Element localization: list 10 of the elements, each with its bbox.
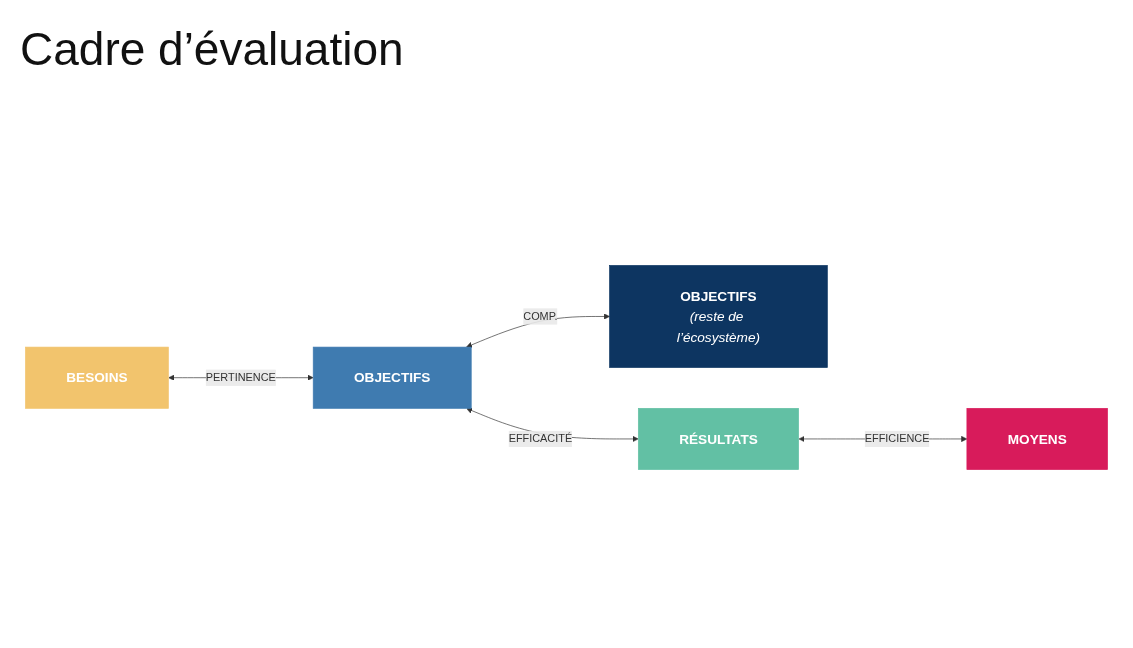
node-box: OBJECTIFS	[312, 346, 472, 409]
edge-label: PERTINENCE	[205, 371, 276, 384]
node-box: BESOINS	[25, 346, 169, 409]
node-box: OBJECTIFS (reste de l’écosystème)	[609, 265, 828, 368]
edge-label: EFFICIENCE	[864, 432, 930, 445]
edge-label: COMP.	[523, 310, 558, 322]
title: Cadre d’évaluation	[20, 22, 404, 76]
node-box: RÉSULTATS	[638, 408, 799, 470]
edge-label: EFFICACITÉ	[508, 432, 573, 445]
node-box: MOYENS	[966, 408, 1108, 470]
